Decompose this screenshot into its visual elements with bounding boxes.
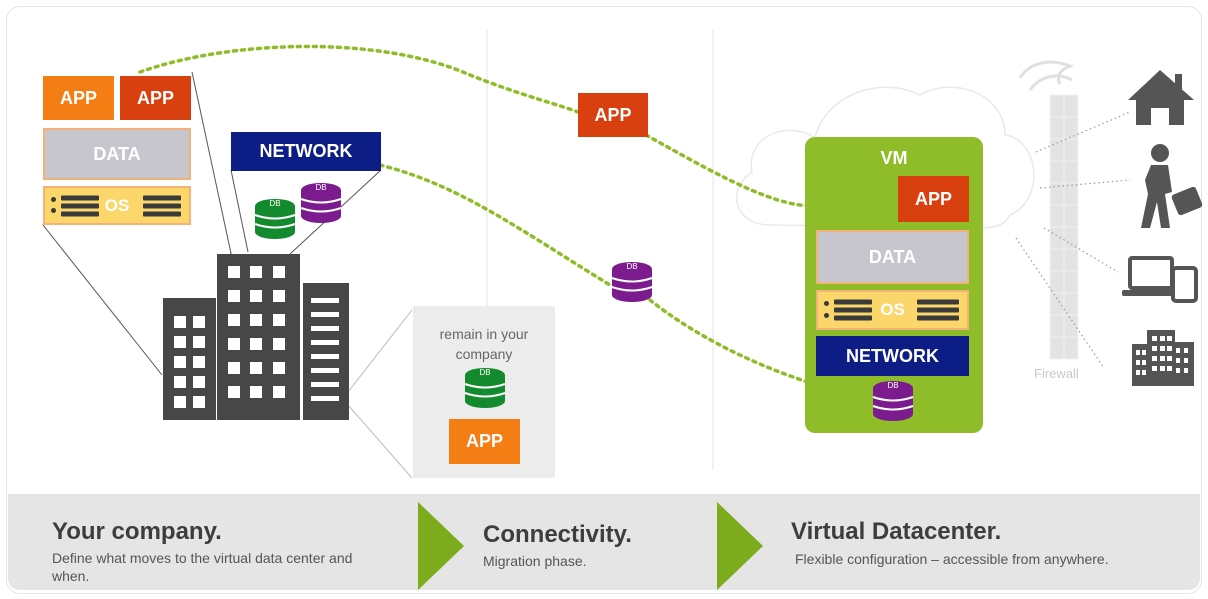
migration-paths	[138, 44, 897, 400]
os-bars	[143, 192, 181, 219]
callout-lines-remain	[347, 309, 413, 479]
os-block: OS	[43, 186, 191, 225]
db-label: DB	[626, 262, 638, 271]
diagram-frame	[6, 6, 1202, 594]
firewall-label: Firewall	[1034, 366, 1079, 381]
os-label: OS	[880, 300, 905, 319]
access-lines	[1015, 111, 1131, 369]
os-dot	[824, 301, 829, 306]
network-block-vm: NETWORK	[816, 336, 969, 376]
database-icon-green-company	[254, 199, 296, 239]
db-label: DB	[315, 183, 327, 192]
callout-lines	[42, 71, 382, 376]
os-bars	[917, 297, 959, 324]
os-dot	[51, 208, 56, 213]
os-label: OS	[104, 195, 130, 215]
building-windows	[174, 266, 339, 408]
app-block: APP	[43, 76, 114, 120]
laptop-tablet-icon	[1122, 256, 1198, 303]
os-dot	[824, 313, 829, 318]
footer-subtitle-virtual-datacenter: Flexible configuration – accessible from…	[795, 551, 1109, 567]
database-icon-green-remain	[464, 368, 506, 408]
business-traveler-icon	[1141, 144, 1203, 228]
remain-text: remain in your company	[439, 326, 529, 362]
home-icon	[1128, 70, 1194, 125]
database-icon-purple-migrating	[611, 262, 653, 302]
footer-title-connectivity: Connectivity.	[483, 521, 632, 548]
footer-title-virtual-datacenter: Virtual Datacenter.	[791, 518, 1002, 545]
os-block-vm: OS	[816, 290, 969, 330]
network-block: NETWORK	[231, 132, 381, 171]
footer-subtitle-connectivity: Migration phase.	[483, 553, 587, 569]
footer-title-company: Your company.	[52, 518, 222, 545]
database-icon-purple-company	[300, 183, 342, 223]
firewall-graphic	[1049, 94, 1079, 360]
data-block: DATA	[43, 128, 191, 180]
database-icon-purple-vm	[872, 381, 914, 421]
app-block-migrating: APP	[578, 93, 648, 137]
os-bars	[834, 297, 872, 324]
data-block-vm: DATA	[816, 230, 969, 284]
vm-title: VM	[880, 148, 908, 168]
flame-icon	[1018, 60, 1075, 91]
db-label: DB	[269, 199, 281, 208]
os-dot	[51, 197, 56, 202]
app-block: APP	[120, 76, 191, 120]
app-block-remain: APP	[449, 419, 520, 464]
app-block-vm: APP	[898, 176, 969, 222]
db-label: DB	[887, 381, 899, 390]
footer-bar	[8, 494, 1200, 590]
chevron-right-icon	[418, 502, 464, 590]
os-bars	[61, 192, 99, 219]
chevron-right-icon	[717, 502, 763, 590]
footer-subtitle-company: Define what moves to the virtual data ce…	[52, 550, 353, 584]
db-label: DB	[479, 368, 491, 377]
